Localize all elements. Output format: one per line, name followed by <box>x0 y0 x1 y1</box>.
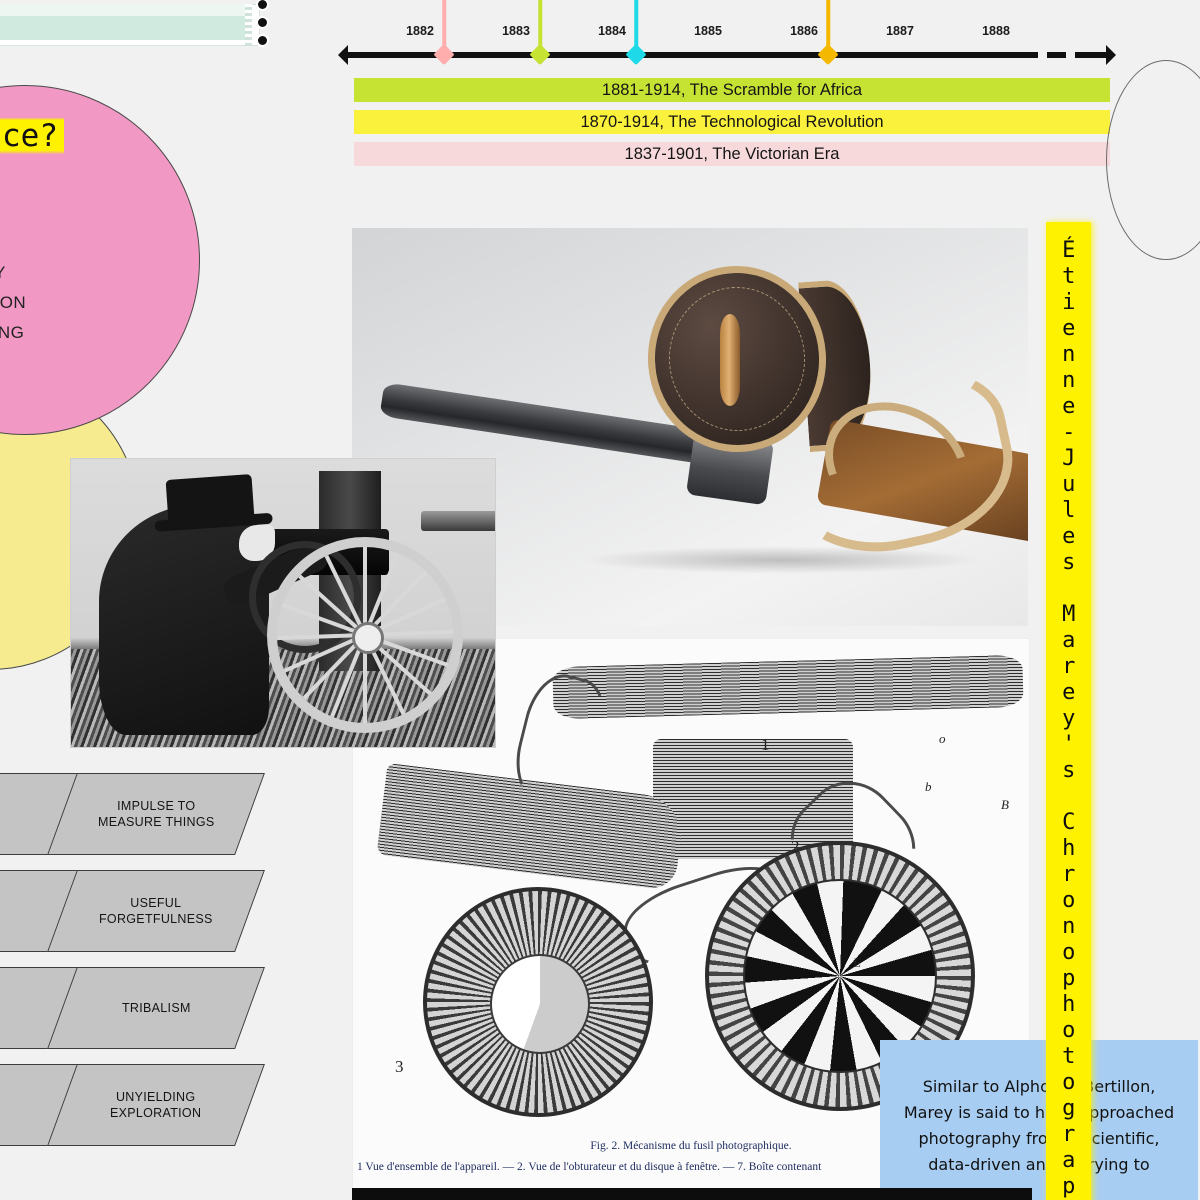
engraving-number-2: 2 <box>791 837 800 856</box>
timeline-marker-stem <box>538 0 542 55</box>
timeline-year-label: 1882 <box>406 24 434 38</box>
circle-card-keyword-list: SANITY GINATION K-TAKING <box>0 258 26 348</box>
blue-sticky-note[interactable]: Similar to Alphonse Bertillon, Marey is … <box>880 1040 1198 1200</box>
circle-card-title-text: place? <box>0 116 64 156</box>
timeline-marker-stem <box>442 0 446 55</box>
historical-timeline[interactable]: 1882 1883 1884 1885 1886 1887 1888 1881-… <box>338 0 1128 186</box>
timeline-marker-stem <box>826 0 830 55</box>
gun-wooden-handle <box>720 314 740 406</box>
timeline-marker-diamond[interactable] <box>433 43 455 66</box>
photo-large-wheel <box>267 537 463 733</box>
engraving-numbered-disc <box>423 887 653 1117</box>
engraving-receiver <box>653 739 853 859</box>
process-step-label: IMPULSE TO MEASURE THINGS <box>97 799 215 829</box>
timeline-year-label: 1888 <box>982 24 1010 38</box>
timeline-year-label: 1887 <box>886 24 914 38</box>
engraving-caption-legend: 1 Vue d'ensemble de l'appareil. — 2. Vue… <box>357 1161 822 1173</box>
engraving-barrel <box>552 654 1024 720</box>
timeline-year-label: 1885 <box>694 24 722 38</box>
engraving-label-B: B <box>1001 797 1009 812</box>
process-step-label: USEFUL FORGETFULNESS <box>99 896 213 926</box>
page-title-vertical: Étienne-Jules Marey's Chronophotographic… <box>1052 228 1086 1200</box>
engraving-number-1: 1 <box>761 735 770 754</box>
perforated-paper-card[interactable] <box>0 0 267 46</box>
timeline-era-bar-scramble-for-africa[interactable]: 1881-1914, The Scramble for Africa <box>354 78 1110 102</box>
timeline-axis-gap <box>1038 49 1047 61</box>
photo-gun-barrel <box>421 511 495 531</box>
engraving-label-b: b <box>925 779 932 794</box>
timeline-year-label: 1883 <box>502 24 530 38</box>
timeline-marker-diamond[interactable] <box>817 43 839 66</box>
process-step-label: UNYIELDING EXPLORATION <box>110 1090 202 1120</box>
process-step-unyielding-exploration[interactable]: UNYIELDING EXPLORATION <box>47 1064 265 1146</box>
process-step-tribalism[interactable]: TRIBALISM <box>47 967 265 1049</box>
keyword-item: K-TAKING <box>0 323 25 342</box>
engraving-window-disc <box>705 841 975 1111</box>
timeline-marker-stem <box>634 0 638 55</box>
timeline-year-label: 1884 <box>598 24 626 38</box>
timeline-arrow-icon <box>1106 45 1116 65</box>
timeline-marker-diamond[interactable] <box>625 43 647 66</box>
historical-photo-inventor-with-gun[interactable] <box>70 458 496 748</box>
timeline-era-bar-victorian-era[interactable]: 1837-1901, The Victorian Era <box>354 142 1110 166</box>
timeline-year-label: 1886 <box>790 24 818 38</box>
engraving-label-o: o <box>939 731 946 746</box>
timeline-marker-diamond[interactable] <box>529 43 551 66</box>
gun-shadow <box>582 546 982 574</box>
engraving-caption-title: Fig. 2. Mécanisme du fusil photographiqu… <box>590 1140 792 1152</box>
keyword-item: SANITY <box>0 258 26 288</box>
process-step-impulse-to-measure-things[interactable]: IMPULSE TO MEASURE THINGS <box>47 773 265 855</box>
engraving-number-3: 3 <box>395 1057 404 1076</box>
paper-band-mint <box>0 16 246 40</box>
bottom-black-bar <box>352 1188 1032 1200</box>
paper-band-light <box>0 4 246 16</box>
engraving-label-E: E <box>853 955 861 970</box>
photo-top-hat <box>165 474 255 524</box>
process-step-useful-forgetfulness[interactable]: USEFUL FORGETFULNESS <box>47 870 265 952</box>
sprocket-holes-icon <box>256 0 274 60</box>
timeline-axis <box>338 45 1108 65</box>
page-title-text: Étienne-Jules Marey's Chronophotographic… <box>1052 228 1086 1200</box>
circle-card-title: place? <box>0 116 64 156</box>
timeline-era-bar-technological-revolution[interactable]: 1870-1914, The Technological Revolution <box>354 110 1110 134</box>
process-step-label: TRIBALISM <box>121 1001 191 1015</box>
timeline-axis-gap <box>1066 49 1075 61</box>
keyword-item: GINATION <box>0 293 27 312</box>
paper-perforation <box>245 4 252 46</box>
